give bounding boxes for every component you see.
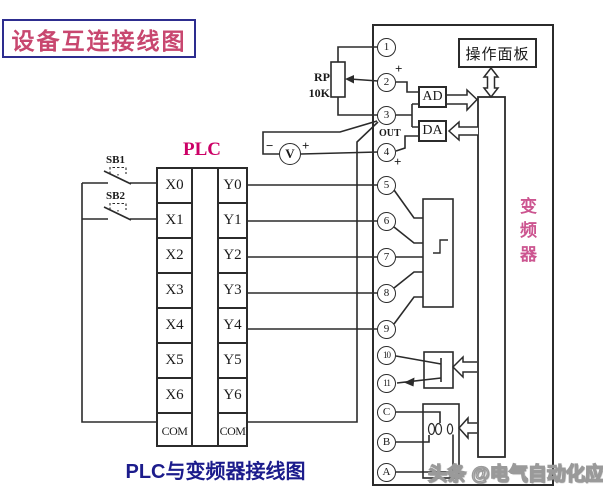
t3-adda-wire: [396, 103, 418, 128]
ad-converter-box: AD: [418, 86, 447, 108]
t6-wire: [393, 226, 423, 244]
terminal-8: 8: [377, 283, 396, 303]
terminal-5: 5: [377, 175, 396, 195]
plc-cell-y0: Y0: [219, 169, 246, 204]
terminal-b: B: [377, 432, 396, 452]
step-symbol: [433, 239, 448, 254]
relay-contact-1: [427, 422, 436, 436]
voltmeter-label: V: [285, 146, 295, 161]
cpu-rect: [477, 96, 506, 458]
digital-input-block: [422, 198, 454, 308]
cpu-to-relay-arrow: [457, 416, 477, 440]
voltmeter-minus-wire: [262, 120, 378, 155]
tc-wire: [396, 411, 441, 423]
ta-wire: [396, 434, 454, 473]
plc-cell-y6: Y6: [219, 379, 246, 414]
t11-wire: [396, 377, 442, 384]
operation-panel-box: 操作面板: [458, 38, 537, 68]
relay-block: [422, 403, 460, 479]
terminal-3: 3: [377, 105, 396, 125]
terminal-1: 1: [377, 37, 396, 57]
cpu-to-transistor-arrow: [451, 355, 477, 379]
out-label: OUT: [379, 128, 401, 139]
voltmeter: V: [279, 143, 301, 165]
terminal4-plus-sign: +: [394, 154, 402, 169]
plc-cell-x1: X1: [158, 204, 191, 239]
rp-wiper-arrowhead: [345, 75, 354, 84]
y-com-wire: [248, 121, 379, 423]
cpu-to-da-arrow: [447, 120, 478, 142]
plc-cell-y5: Y5: [219, 344, 246, 379]
transistor-block: [423, 351, 454, 389]
sb2-label: SB2: [106, 190, 125, 202]
diagram-caption: PLC与变频器接线图: [118, 455, 313, 484]
relay-contact-3: [446, 423, 454, 435]
terminal-6: 6: [377, 211, 396, 231]
plc-cell-x0: X0: [158, 169, 191, 204]
plc-cell-ycom: COM: [219, 424, 246, 438]
terminal-c: C: [377, 402, 396, 422]
inverter-label: 变频器: [517, 197, 536, 269]
rp-body: [330, 61, 346, 98]
watermark: 头条 @电气自动化应用: [427, 463, 603, 485]
terminal-9: 9: [377, 319, 396, 339]
rp-value-label: 10K: [308, 86, 330, 100]
voltmeter-plus-wire: [300, 151, 379, 155]
plc-cell-y2: Y2: [219, 239, 246, 274]
terminal-11: 11: [377, 373, 396, 393]
plc-cell-x3: X3: [158, 274, 191, 309]
sb1-actuator: [109, 166, 127, 174]
plc-x-column: X0 X1 X2 X3 X4 X5 X6 COM: [156, 167, 193, 447]
caption-plc: PLC: [125, 461, 166, 483]
inverter-box: [372, 24, 554, 486]
t8-wire: [393, 271, 423, 289]
rp-top-wire: [337, 46, 378, 62]
rp-bottom-wire: [337, 97, 378, 116]
da-out-wire: [395, 135, 418, 152]
plc-cell-x4: X4: [158, 309, 191, 344]
plc-cell-y3: Y3: [219, 274, 246, 309]
terminal2-plus-sign: +: [395, 61, 403, 76]
plc-cell-xcom: COM: [161, 424, 188, 438]
x-com-bus-wire: [81, 183, 156, 423]
terminal-7: 7: [377, 247, 396, 267]
plc-cell-y4: Y4: [219, 309, 246, 344]
t5-wire: [393, 189, 423, 219]
rp-name-label: RP: [314, 70, 330, 84]
sb2-actuator: [109, 202, 127, 210]
caption-rest: 与变频器接线图: [165, 461, 306, 483]
page-title: 设备互连接线图: [2, 19, 196, 58]
plc-header: PLC: [183, 139, 221, 160]
terminal-4: 4: [377, 142, 396, 162]
plc-cell-x5: X5: [158, 344, 191, 379]
plc-body-column: [191, 167, 219, 447]
terminal-2: 2: [377, 72, 396, 92]
voltmeter-minus-sign: −: [266, 138, 274, 153]
t2-ad-wire: [396, 81, 418, 93]
terminal-a: A: [377, 462, 396, 482]
voltmeter-plus-sign: +: [302, 138, 310, 153]
panel-cpu-double-arrow: [482, 66, 500, 99]
relay-contact-2: [434, 422, 443, 436]
sb1-label: SB1: [106, 154, 125, 166]
t11-arrowhead: [404, 377, 415, 387]
plc-cell-x2: X2: [158, 239, 191, 274]
tb-wire: [396, 435, 430, 443]
plc-cell-y1: Y1: [219, 204, 246, 239]
t9-wire: [393, 296, 423, 325]
ad-to-cpu-arrow: [447, 88, 479, 112]
da-converter-box: DA: [418, 120, 447, 142]
terminal-10: 10: [377, 345, 396, 365]
plc-y-column: Y0 Y1 Y2 Y3 Y4 Y5 Y6 COM: [217, 167, 248, 447]
plc-cell-x6: X6: [158, 379, 191, 414]
t10-wire: [395, 355, 442, 365]
